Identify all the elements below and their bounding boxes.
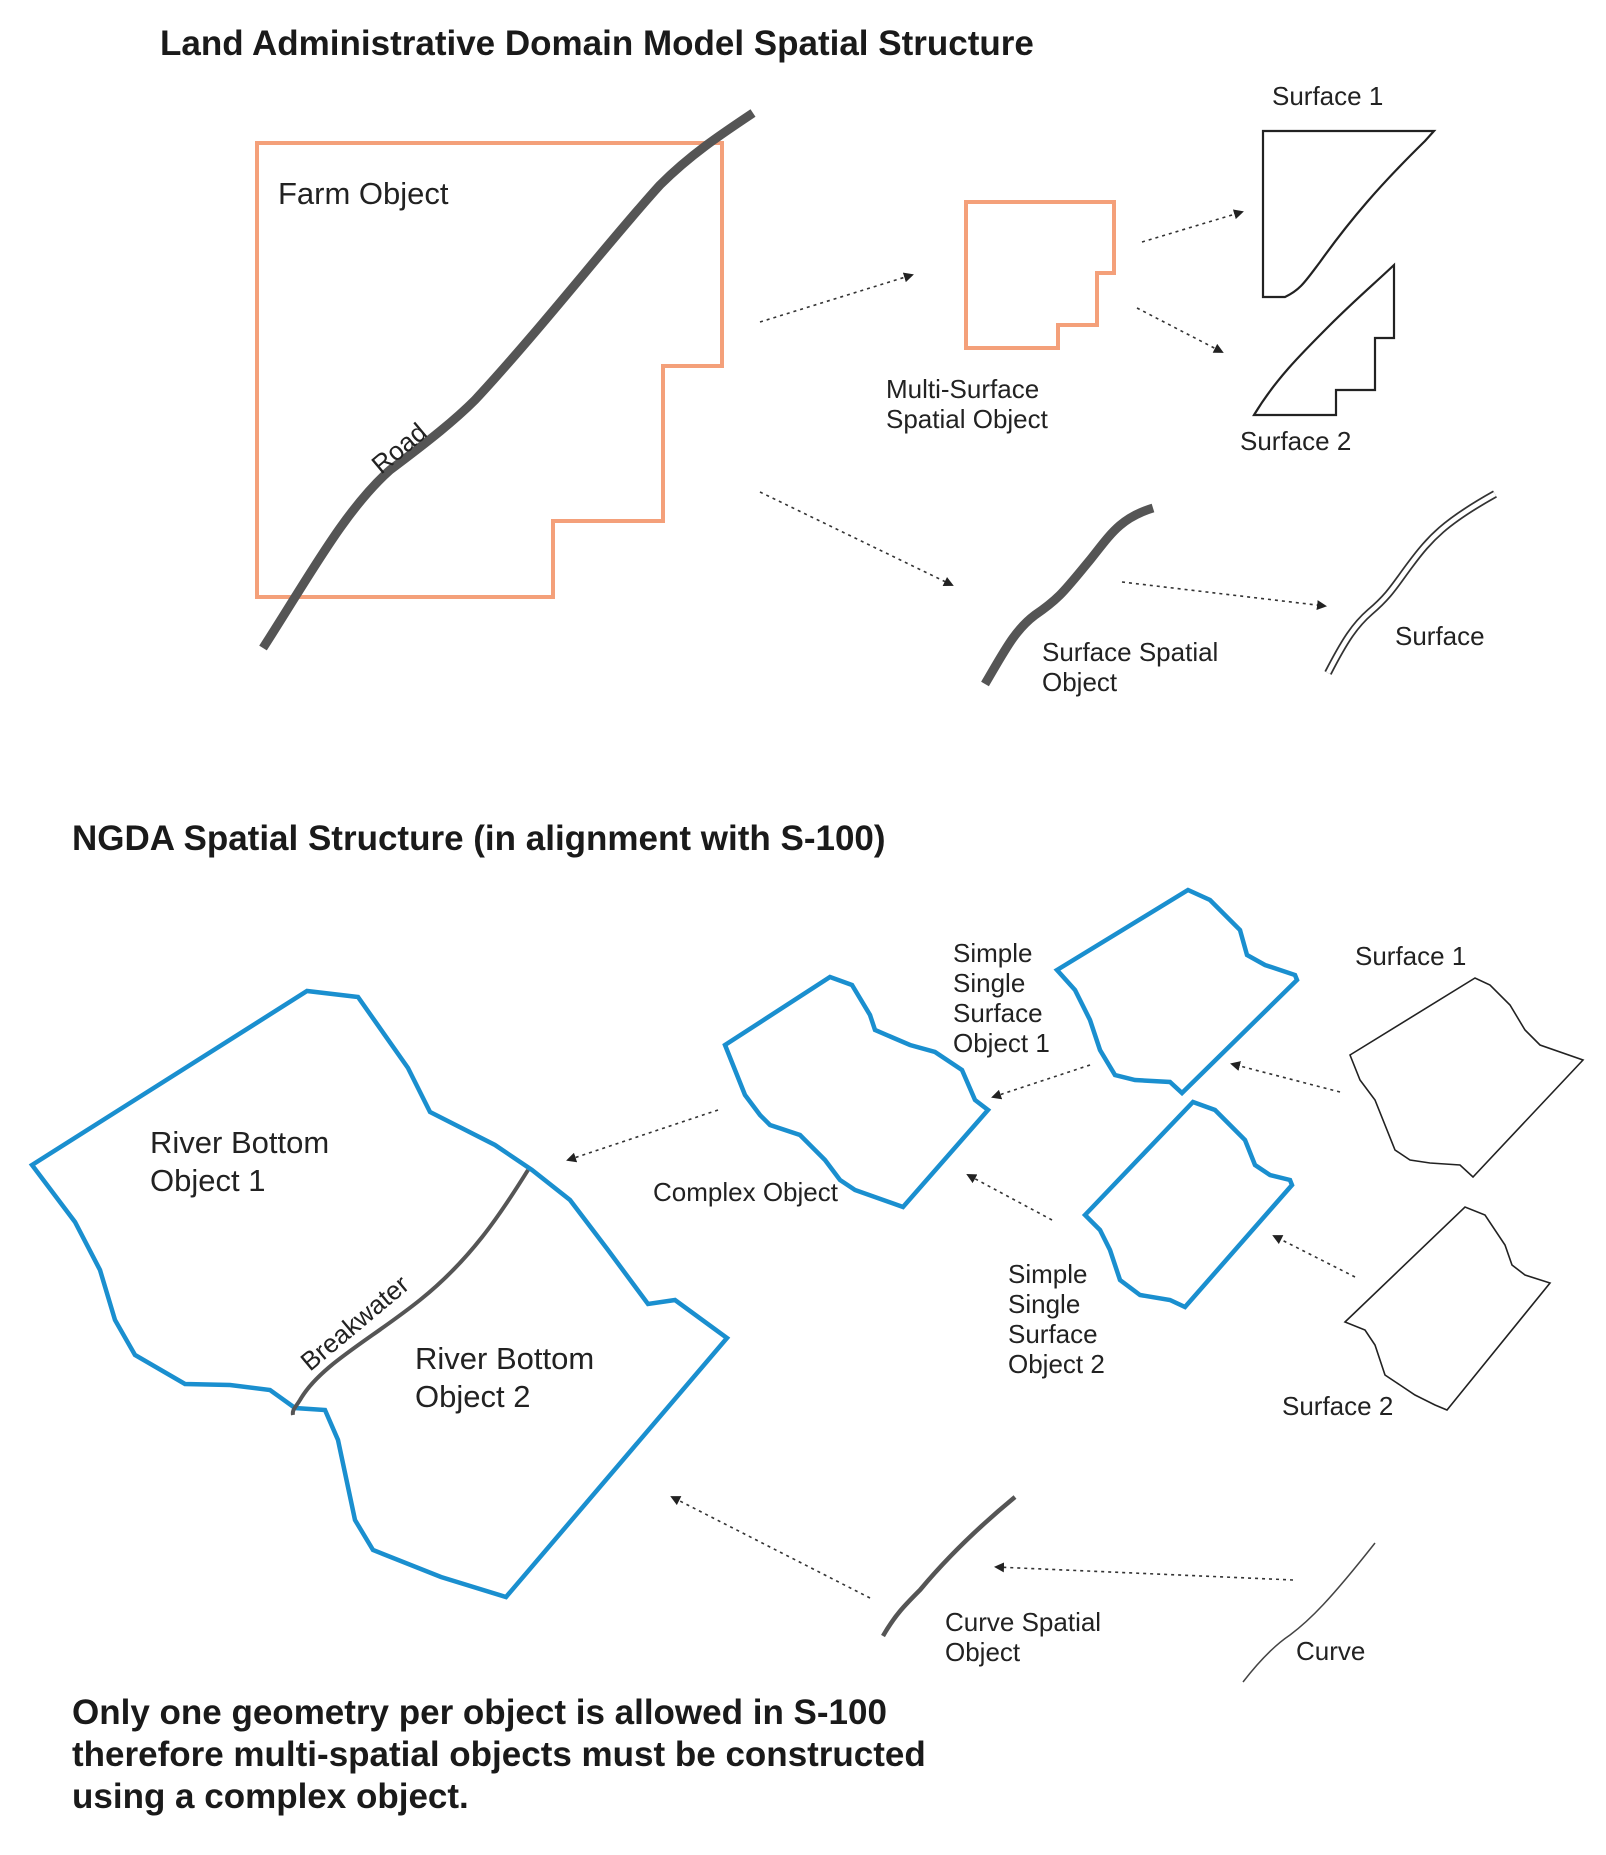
simple-single-1-label-line2: Single: [953, 968, 1025, 998]
farm-object-label: Farm Object: [278, 176, 449, 211]
surface-2-bottom-shape: [1343, 1206, 1552, 1411]
arrow-surface2-to-simple2: [1272, 1235, 1356, 1278]
arrow-simple2-to-complex: [966, 1174, 1053, 1221]
surface-1-top-label: Surface 1: [1272, 81, 1383, 111]
simple-single-1-label-line1: Simple: [953, 938, 1032, 968]
surface-spatial-label-line1: Surface Spatial: [1042, 637, 1218, 667]
arrow-farm-to-multisurface: [759, 272, 914, 323]
river-bottom-2-label-line2: Object 2: [415, 1379, 530, 1414]
simple-single-2-label-line3: Surface: [1008, 1319, 1098, 1349]
multi-surface-label-line1: Multi-Surface: [886, 374, 1039, 404]
arrow-simple1-to-complex: [991, 1064, 1091, 1100]
curve-shape: [1242, 1542, 1376, 1683]
footnote: Only one geometry per object is allowed …: [72, 1693, 926, 1816]
simple-single-2-label-line4: Object 2: [1008, 1349, 1105, 1379]
simple-single-surface-1-polygon: [1053, 887, 1300, 1097]
arrow-curve-spatial-to-river: [670, 1496, 871, 1599]
curve-spatial-line: [881, 1495, 1017, 1638]
simple-single-1-label-line4: Object 1: [953, 1028, 1050, 1058]
arrow-multisurface-to-surface2: [1136, 307, 1224, 353]
arrow-road-to-surface-spatial: [759, 491, 954, 587]
surface-shape-inner: [1325, 492, 1497, 675]
road-line: [259, 109, 756, 651]
river-bottom-polygon: [28, 988, 731, 1600]
surface-2-bottom-label: Surface 2: [1282, 1391, 1393, 1421]
surface-label: Surface: [1395, 621, 1485, 651]
surface-spatial-label-line2: Object: [1042, 667, 1118, 697]
complex-object-polygon: [722, 974, 992, 1210]
arrow-complex-to-river: [566, 1109, 719, 1163]
simple-single-2-label-line2: Single: [1008, 1289, 1080, 1319]
river-bottom-2-label-line1: River Bottom: [415, 1341, 594, 1376]
surface-1-bottom-label: Surface 1: [1355, 941, 1466, 971]
surface-1-bottom-shape: [1349, 977, 1585, 1179]
surface-2-top-shape: [1252, 262, 1396, 417]
breakwater-label: Breakwater: [295, 1269, 415, 1377]
arrow-multisurface-to-surface1: [1141, 209, 1244, 243]
multi-surface-label-line2: Spatial Object: [886, 404, 1049, 434]
arrow-surface1-to-simple1: [1230, 1061, 1341, 1093]
surface-spatial-line: [981, 503, 1155, 687]
farm-object-polygon: [255, 141, 724, 599]
bottom-title: NGDA Spatial Structure (in alignment wit…: [72, 819, 886, 858]
multi-surface-polygon: [964, 200, 1116, 350]
surface-1-top-shape: [1261, 129, 1437, 299]
simple-single-1-label-line3: Surface: [953, 998, 1043, 1028]
curve-label: Curve: [1296, 1636, 1365, 1666]
top-title: Land Administrative Domain Model Spatial…: [160, 24, 1034, 63]
arrow-surface-spatial-to-surface: [1121, 581, 1327, 611]
river-bottom-1-label-line1: River Bottom: [150, 1125, 329, 1160]
curve-spatial-label-line2: Object: [945, 1637, 1021, 1667]
surface-2-top-label: Surface 2: [1240, 426, 1351, 456]
simple-single-surface-2-polygon: [1081, 1099, 1295, 1310]
curve-spatial-label-line1: Curve Spatial: [945, 1607, 1101, 1637]
simple-single-2-label-line1: Simple: [1008, 1259, 1087, 1289]
arrow-curve-to-curve-spatial: [994, 1562, 1294, 1581]
river-bottom-1-label-line2: Object 1: [150, 1163, 265, 1198]
complex-object-label: Complex Object: [653, 1177, 839, 1207]
breakwater-line: [290, 1168, 530, 1416]
